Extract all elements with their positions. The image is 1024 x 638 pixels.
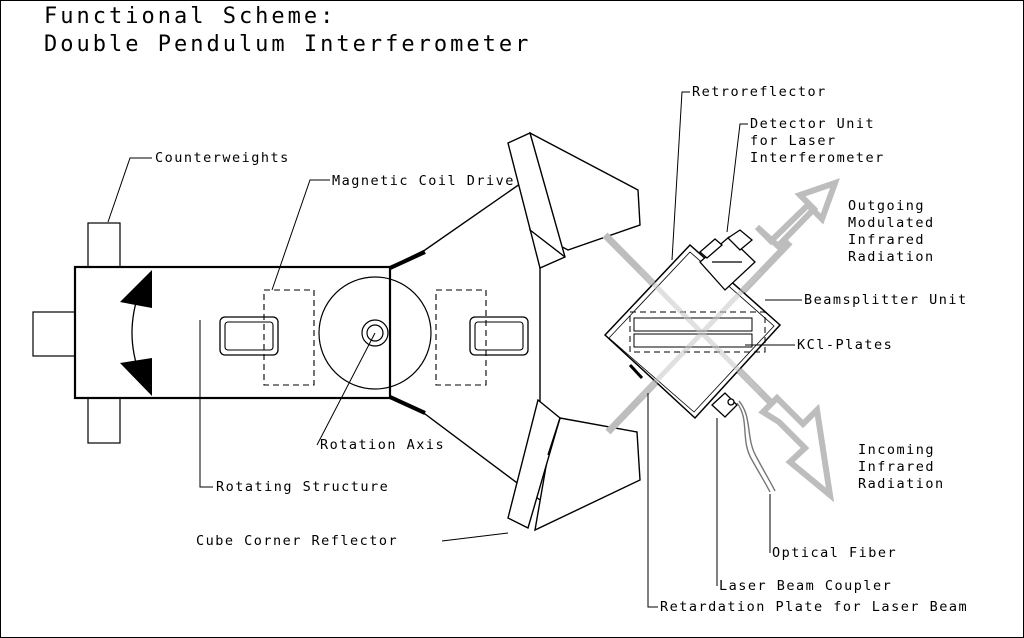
label-kcl-plates: KCl-Plates [797,337,893,353]
label-outgoing-line2: Modulated [848,215,935,231]
label-detector-unit-line2: for Laser [750,133,837,149]
infrared-beams-front [638,268,762,400]
label-detector-unit-line3: Interferometer [750,150,885,166]
detector-unit [699,229,756,291]
label-incoming-line2: Infrared [858,459,935,475]
incoming-radiation-arrow-icon [758,393,835,503]
swing-arrow-icon [120,270,152,396]
optical-fiber [736,400,776,493]
magnetic-coil-left [219,289,315,386]
label-laser-beam-coupler: Laser Beam Coupler [719,578,892,594]
label-rotating-structure: Rotating Structure [216,479,389,495]
magnetic-coil-right [435,289,529,386]
label-beamsplitter-unit: Beamsplitter Unit [804,292,968,308]
title-line-1: Functional Scheme: [44,4,337,29]
rotating-structure [73,169,541,501]
label-counterweights: Counterweights [155,150,290,166]
title-line-2: Double Pendulum Interferometer [44,32,532,57]
label-outgoing-line4: Radiation [848,249,935,265]
beamsplitter-unit [603,243,782,420]
label-optical-fiber: Optical Fiber [772,545,897,561]
label-magnetic-coil-drive: Magnetic Coil Drive [332,173,515,189]
label-incoming-line1: Incoming [858,442,935,458]
rotation-axis-disk [318,276,432,390]
cube-corner-reflector-bottom [507,398,641,532]
label-retardation-plate: Retardation Plate for Laser Beam [660,599,968,615]
leader-lines [107,91,802,608]
label-rotation-axis: Rotation Axis [320,437,445,453]
label-outgoing-line1: Outgoing [848,198,925,214]
outgoing-radiation-arrow-icon [754,178,840,251]
laser-beam-coupler [711,392,738,418]
label-cube-corner-reflector: Cube Corner Reflector [196,533,398,549]
label-detector-unit-line1: Detector Unit [750,116,875,132]
label-retroreflector: Retroreflector [692,84,827,100]
label-incoming-line3: Radiation [858,476,945,492]
label-outgoing-line3: Infrared [848,232,925,248]
